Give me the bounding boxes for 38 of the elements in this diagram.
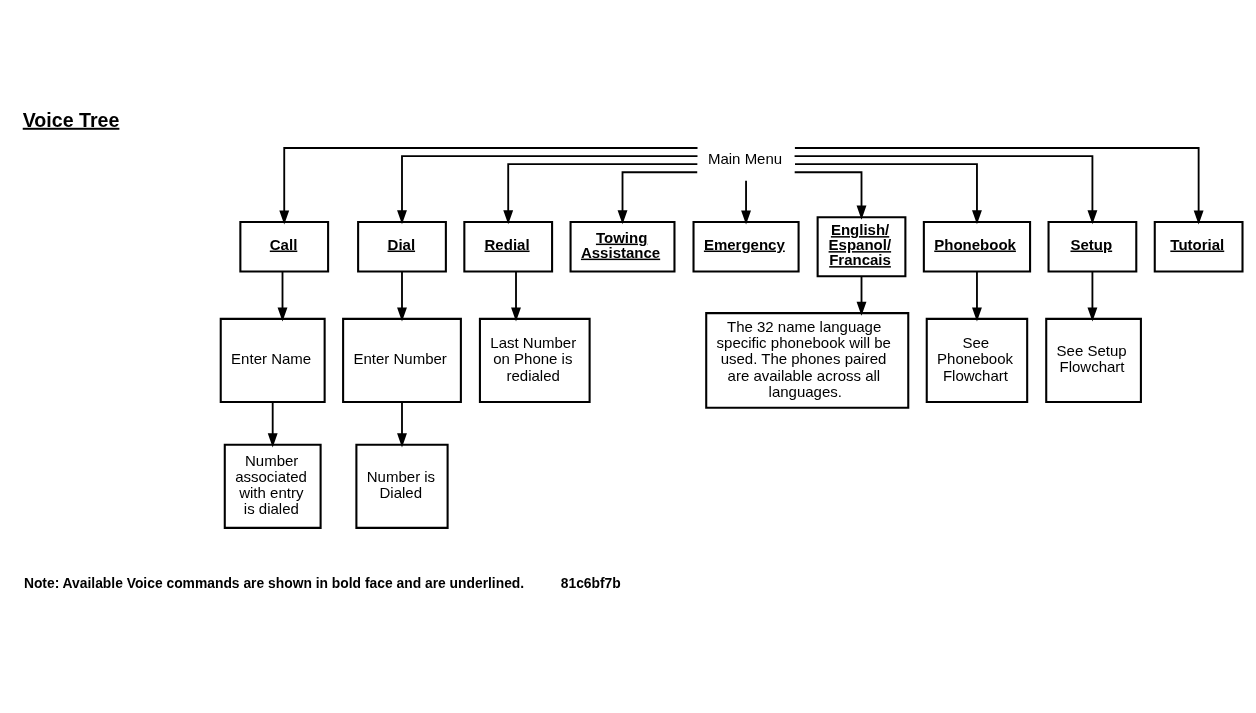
arrow (397, 154, 699, 224)
label: Note: Available Voice commands are shown in bold face and are underlined. (23, 574, 525, 591)
arrow (617, 170, 699, 224)
node-box: Enter Name (219, 317, 326, 403)
arrow (503, 162, 699, 224)
arrow (793, 170, 867, 220)
node-box: Number associated with entry is dialed (223, 443, 322, 529)
label: 81c6bf7b (560, 574, 621, 591)
arrow (267, 400, 278, 447)
node-box: Phonebook (922, 220, 1032, 273)
arrow (397, 270, 407, 322)
arrow (972, 270, 982, 322)
diagram-title: Voice Tree (22, 108, 120, 131)
arrow (794, 146, 1204, 225)
node-box: See Phonebook Flowchart (925, 317, 1029, 403)
node-box: Towing Assistance (569, 220, 676, 273)
node-box: The 32 name language specific phonebook will be used. The phones paired are available across all languages. (705, 311, 910, 409)
arrow (279, 146, 699, 225)
node-box: Enter Number (342, 317, 462, 403)
node-box: Setup (1047, 220, 1138, 273)
arrow (793, 154, 1098, 224)
arrow (511, 270, 521, 322)
arrow (277, 270, 288, 322)
node-box: Dial (357, 220, 447, 273)
node-box: Tutorial (1153, 220, 1244, 273)
arrow (1087, 270, 1098, 322)
node-box: Last Number on Phone is redialed (478, 317, 591, 403)
node-box: English/ Espanol/ Francais (816, 215, 907, 277)
node-box: Emergency (692, 220, 800, 273)
node-box: Redial (463, 220, 554, 273)
node-box: Number is Dialed (355, 443, 449, 529)
arrow (794, 162, 982, 224)
node-box: See Setup Flowchart (1045, 317, 1142, 403)
node-text: Main Menu (707, 149, 783, 166)
node-box: Call (239, 220, 330, 273)
arrow (741, 179, 751, 225)
arrow (397, 400, 407, 447)
arrow (856, 274, 867, 316)
